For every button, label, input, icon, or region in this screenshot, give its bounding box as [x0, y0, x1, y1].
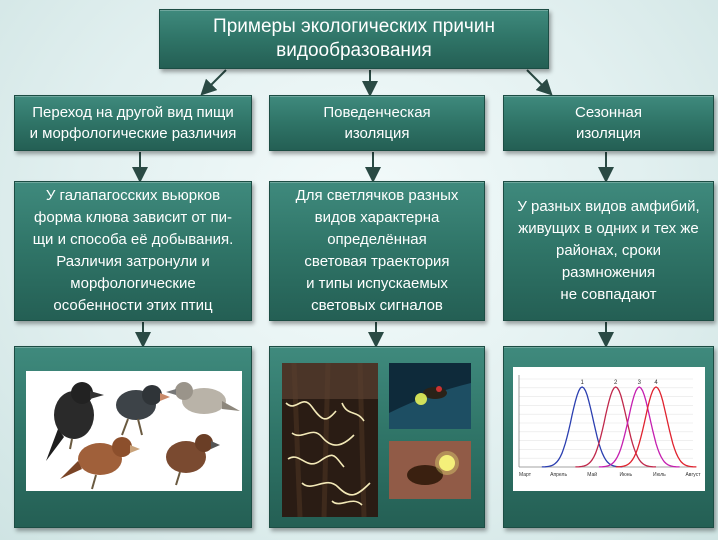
- finch-2: [116, 385, 170, 436]
- description-finches: У галапагосских вьюрков форма клюва зави…: [14, 181, 252, 321]
- chart-curves: [541, 386, 697, 468]
- arrow-title-to-col3: [526, 69, 553, 96]
- diagram-title: Примеры экологических причин видообразов…: [159, 9, 549, 69]
- firefly-glowing-photo: [389, 363, 471, 429]
- x-tick-label: Апрель: [550, 472, 567, 478]
- finches-image: [26, 371, 242, 491]
- diagram-title-text: Примеры экологических причин видообразов…: [213, 16, 495, 61]
- finch-1: [46, 382, 104, 461]
- breeding-season-chart: 1 2 3 4 Март Апрель Май Июнь Июль Август: [513, 367, 705, 491]
- panel-fireflies: [269, 346, 485, 528]
- description-amphibians: У разных видов амфибий, живущих в одних …: [503, 181, 714, 321]
- arrow-title-to-col1: [200, 69, 227, 96]
- chart-ticks: Март Апрель Май Июнь Июль Август: [519, 471, 701, 478]
- x-tick-label: Июль: [653, 472, 666, 478]
- series-curve-2: [575, 386, 656, 468]
- x-tick-label: Август: [685, 472, 701, 478]
- x-tick-label: Март: [519, 472, 532, 478]
- series-curve-4: [615, 386, 697, 468]
- description-amphibians-text: У разных видов амфибий, живущих в одних …: [517, 198, 700, 303]
- series-label-1: 1: [580, 380, 584, 386]
- series-label-2: 2: [614, 380, 618, 386]
- header-seasonal-isolation: Сезонная изоляция: [503, 95, 714, 151]
- header-food-change-text: Переход на другой вид пищи и морфологиче…: [29, 104, 237, 142]
- description-finches-text: У галапагосских вьюрков форма клюва зави…: [32, 187, 234, 314]
- header-behavioral-isolation: Поведенческая изоляция: [269, 95, 485, 151]
- series-curve-3: [598, 386, 680, 468]
- series-label-4: 4: [654, 380, 658, 386]
- finch-3: [166, 382, 240, 414]
- finch-4: [60, 437, 140, 490]
- panel-finches: [14, 346, 252, 528]
- firefly-trails-photo: [282, 363, 378, 517]
- description-fireflies-text: Для светлячков разных видов характерна о…: [295, 187, 459, 314]
- firefly-closeup-photo: [389, 441, 471, 499]
- panel-breeding-chart: 1 2 3 4 Март Апрель Май Июнь Июль Август: [503, 346, 714, 528]
- chart-labels: 1 2 3 4: [580, 380, 658, 386]
- x-tick-label: Июнь: [619, 472, 632, 478]
- series-label-3: 3: [638, 380, 642, 386]
- series-curve-1: [541, 386, 623, 468]
- finch-5: [166, 434, 220, 486]
- header-behavioral-isolation-text: Поведенческая изоляция: [323, 104, 431, 142]
- header-food-change: Переход на другой вид пищи и морфологиче…: [14, 95, 252, 151]
- x-tick-label: Май: [587, 471, 597, 478]
- header-seasonal-isolation-text: Сезонная изоляция: [575, 104, 642, 142]
- description-fireflies: Для светлячков разных видов характерна о…: [269, 181, 485, 321]
